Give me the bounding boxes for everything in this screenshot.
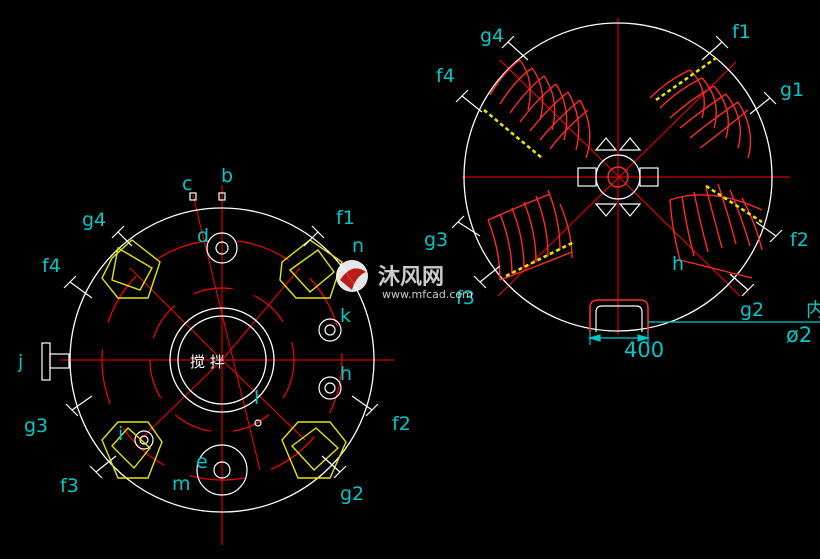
agitator-shaft <box>607 166 629 188</box>
label-i: i <box>118 423 123 445</box>
label-r-g3: g3 <box>424 229 448 251</box>
lug-bottom-left <box>101 421 163 479</box>
left-coil-circle <box>101 239 343 481</box>
coil-bundles <box>487 59 763 281</box>
bottom-outlet-red <box>589 299 649 332</box>
lug-bottom-right-inner <box>290 427 340 471</box>
left-diag-line-2 <box>221 267 301 361</box>
nozzle-k-inner <box>324 324 336 336</box>
label-g4: g4 <box>82 209 106 231</box>
label-n: n <box>352 235 364 257</box>
lug-top-right-inner <box>288 249 335 293</box>
watermark-logo-mark <box>340 268 366 290</box>
lug-bottom-left-inner <box>111 427 151 470</box>
label-r-g4: g4 <box>480 25 504 47</box>
label-b: b <box>221 165 233 187</box>
dimension-text: 400 <box>624 338 664 362</box>
nozzle-c <box>189 192 197 201</box>
nozzle-d-outer <box>206 232 238 264</box>
lug-bottom-right <box>281 421 347 479</box>
outer-pipes <box>63 225 379 479</box>
agitator-blades <box>577 137 659 217</box>
label-c: c <box>182 173 192 195</box>
left-center-text: 搅 拌 <box>190 353 225 371</box>
coil-bundle-top-right <box>649 69 752 159</box>
left-diag-line-3 <box>129 267 223 361</box>
coil-supports <box>483 56 763 278</box>
label-r-f4: f4 <box>436 65 455 87</box>
left-diag-line-5 <box>221 359 306 441</box>
watermark-url: www.mfcad.com <box>382 288 473 301</box>
label-f4: f4 <box>42 255 61 277</box>
left-top-view: 搅 拌 b c d e f1 f2 f3 f4 g2 g3 g4 h i j k… <box>17 165 411 545</box>
coil-bundle-bottom-left <box>487 189 573 281</box>
label-f3: f3 <box>60 475 79 497</box>
label-m: m <box>172 473 191 495</box>
coil-support-bottom-right <box>705 184 763 224</box>
nozzle-l <box>254 419 262 427</box>
label-f1: f1 <box>336 207 355 229</box>
left-center-ring-outer <box>169 307 275 413</box>
nozzle-e-inner <box>213 461 231 479</box>
coil-support-top-right <box>655 56 717 102</box>
right-vessel-outline <box>463 22 773 332</box>
coil-bundle-top-left <box>489 59 591 159</box>
left-diag-line-4 <box>139 359 223 441</box>
bottom-outlet-white <box>595 305 643 332</box>
label-j: j <box>17 351 23 373</box>
right-section-view: 400 内 ø2 f1 f2 f3 f4 g1 g2 g3 g4 h <box>424 18 820 362</box>
nozzle-i-outer <box>134 430 154 450</box>
label-r-h: h <box>672 253 684 275</box>
left-vessel-outline <box>69 207 375 513</box>
label-e: e <box>196 451 208 473</box>
left-labels: b c d e f1 f2 f3 f4 g2 g3 g4 h i j k l m… <box>17 165 411 505</box>
nozzle-d-inner <box>215 241 229 255</box>
nozzle-j-pipe <box>49 353 70 369</box>
label-r-f3: f3 <box>456 287 475 309</box>
nozzle-i-inner <box>139 435 149 445</box>
label-r-g1: g1 <box>780 79 804 101</box>
side-note-1: 内 <box>806 299 820 321</box>
left-inner-red-circle <box>149 287 295 433</box>
right-diag-2 <box>497 61 737 297</box>
nozzle-b <box>218 192 226 201</box>
nozzle-k-outer <box>318 318 342 342</box>
coil-bundle-bottom-right <box>669 183 763 279</box>
coil-support-top-left <box>483 108 543 160</box>
lug-top-right <box>279 239 343 299</box>
nozzle-e-outer <box>196 444 248 496</box>
dimension-400 <box>587 321 820 345</box>
side-note-2: ø2 <box>786 323 812 347</box>
nozzle-j-flange <box>41 342 51 381</box>
watermark: 沐风网 www.mfcad.com <box>336 260 473 301</box>
right-labels: f1 f2 f3 f4 g1 g2 g3 g4 h <box>424 21 809 321</box>
label-h: h <box>340 363 352 385</box>
label-r-f1: f1 <box>732 21 751 43</box>
nozzle-h-outer <box>318 376 342 400</box>
left-center-ring-inner <box>177 315 267 405</box>
coil-support-bottom-left <box>505 240 575 278</box>
lug-top-left-inner <box>111 246 153 291</box>
watermark-text: 沐风网 <box>378 265 444 290</box>
label-g2: g2 <box>340 483 364 505</box>
label-f2: f2 <box>392 413 411 435</box>
label-r-f2: f2 <box>790 229 809 251</box>
lug-top-left <box>101 239 161 299</box>
label-k: k <box>340 305 351 327</box>
label-g3: g3 <box>24 415 48 437</box>
label-l: l <box>254 387 259 409</box>
label-r-g2: g2 <box>740 299 764 321</box>
nozzle-h-inner <box>324 382 336 394</box>
label-d: d <box>197 225 209 247</box>
right-outer-pipes <box>451 35 783 297</box>
